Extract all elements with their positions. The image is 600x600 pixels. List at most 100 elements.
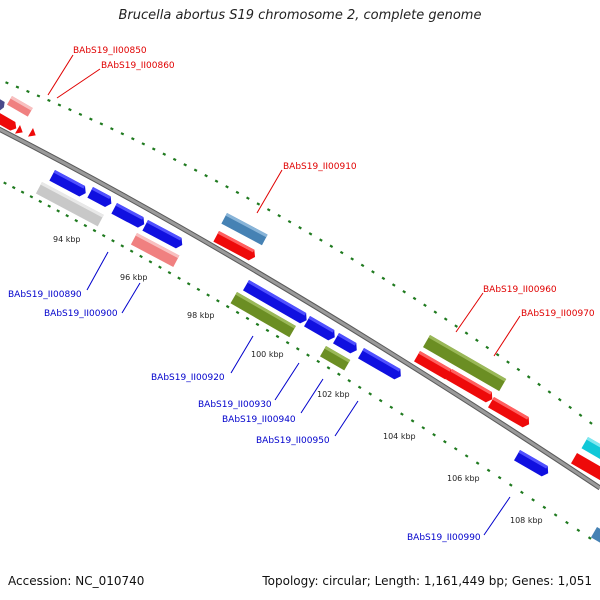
tick-mark xyxy=(588,421,593,425)
gene-label[interactable]: BAbS19_II00960 xyxy=(483,285,557,295)
tick-mark xyxy=(216,299,220,303)
tick-mark xyxy=(99,122,104,126)
gene-feature[interactable] xyxy=(35,182,104,227)
gene-feature[interactable] xyxy=(142,220,185,250)
gene-feature[interactable] xyxy=(87,187,114,209)
tick-mark xyxy=(432,433,436,437)
tick-mark xyxy=(139,254,143,259)
gene-feature[interactable] xyxy=(130,233,180,268)
scale-label: 98 kbp xyxy=(187,311,215,320)
tick-mark xyxy=(485,345,490,350)
tick-mark xyxy=(186,282,191,286)
tick-mark xyxy=(225,304,230,309)
gene-features xyxy=(0,96,600,544)
tick-mark xyxy=(275,334,280,339)
tick-mark xyxy=(15,85,20,89)
tick-mark xyxy=(235,190,240,195)
gene-feature[interactable] xyxy=(514,450,551,478)
tick-mark xyxy=(368,392,373,396)
gene-label[interactable]: BAbS19_II00990 xyxy=(407,533,481,543)
tick-mark xyxy=(266,208,271,212)
tick-mark xyxy=(177,276,181,280)
tick-mark xyxy=(587,536,592,540)
tick-mark xyxy=(557,397,562,402)
gene-feature[interactable] xyxy=(414,351,455,381)
tick-mark xyxy=(29,195,34,199)
gene-label[interactable]: BAbS19_II00920 xyxy=(151,373,225,383)
tick-mark xyxy=(329,244,334,248)
gene-feature[interactable] xyxy=(221,213,268,246)
scale-label: 100 kbp xyxy=(251,350,284,359)
tick-mark xyxy=(357,385,362,390)
tick-mark xyxy=(92,228,97,233)
gene-feature[interactable] xyxy=(213,231,257,262)
tick-mark xyxy=(287,220,292,224)
tick-mark xyxy=(347,379,352,383)
gene-label[interactable]: BAbS19_II00860 xyxy=(101,61,175,71)
gene-feature[interactable] xyxy=(111,203,147,230)
tick-mark xyxy=(520,490,524,495)
tick-mark xyxy=(255,322,260,327)
gene-label[interactable]: BAbS19_II00890 xyxy=(8,290,82,300)
outer-tick-ring xyxy=(5,81,593,425)
gene-feature[interactable] xyxy=(333,333,360,355)
tick-mark xyxy=(193,168,198,172)
gene-feature[interactable] xyxy=(0,97,6,112)
tick-mark xyxy=(453,447,458,451)
gene-feature[interactable] xyxy=(488,397,532,429)
gene-label[interactable]: BAbS19_II00850 xyxy=(73,46,147,56)
tick-mark xyxy=(214,179,219,183)
tick-mark xyxy=(78,112,83,116)
gene-feature[interactable] xyxy=(571,453,600,483)
gene-feature[interactable] xyxy=(320,346,351,371)
tick-mark xyxy=(183,163,188,167)
gene-feature[interactable] xyxy=(49,170,88,198)
tick-mark xyxy=(495,353,500,357)
gene-label[interactable]: BAbS19_II00900 xyxy=(44,309,118,319)
gene-label[interactable]: BAbS19_II00930 xyxy=(198,400,272,410)
gene-label[interactable]: BAbS19_II00940 xyxy=(222,415,296,425)
gene-feature[interactable] xyxy=(28,128,38,140)
tick-mark xyxy=(360,263,365,268)
gene-feature[interactable] xyxy=(243,280,310,325)
tick-mark xyxy=(196,287,201,292)
scale-label: 108 kbp xyxy=(510,516,543,525)
tick-mark xyxy=(542,505,547,510)
tick-mark xyxy=(130,137,135,141)
gene-feature[interactable] xyxy=(230,292,296,338)
tick-mark xyxy=(120,132,125,136)
tick-mark xyxy=(3,181,7,185)
gene-feature[interactable] xyxy=(0,112,19,133)
scale-label: 104 kbp xyxy=(383,432,416,441)
tick-mark xyxy=(433,310,438,314)
tick-mark xyxy=(350,257,355,261)
tick-mark xyxy=(381,276,386,281)
gene-feature[interactable] xyxy=(591,527,600,544)
tick-mark xyxy=(412,296,417,301)
tick-mark xyxy=(246,196,250,200)
tick-mark xyxy=(265,328,270,333)
tick-mark xyxy=(389,405,394,410)
tick-mark xyxy=(20,190,25,194)
tick-mark xyxy=(5,81,9,85)
tick-mark xyxy=(148,260,153,264)
tick-mark xyxy=(319,238,323,242)
tick-mark xyxy=(475,461,480,465)
scale-label: 96 kbp xyxy=(120,273,148,282)
gene-feature[interactable] xyxy=(446,369,495,404)
gene-label[interactable]: BAbS19_II00970 xyxy=(521,309,595,319)
gene-label[interactable]: BAbS19_II00950 xyxy=(256,436,330,446)
gene-feature[interactable] xyxy=(581,437,600,464)
gene-feature[interactable] xyxy=(15,125,25,137)
gene-label[interactable]: BAbS19_II00910 xyxy=(283,162,357,172)
gene-feature[interactable] xyxy=(358,348,404,381)
gene-feature[interactable] xyxy=(423,335,507,392)
gene-feature[interactable] xyxy=(304,316,338,342)
tick-mark xyxy=(56,209,60,213)
tick-mark xyxy=(83,223,88,228)
tick-mark xyxy=(400,412,404,416)
gene-feature[interactable] xyxy=(7,96,33,117)
tick-mark xyxy=(11,185,16,190)
tick-mark xyxy=(101,233,106,238)
